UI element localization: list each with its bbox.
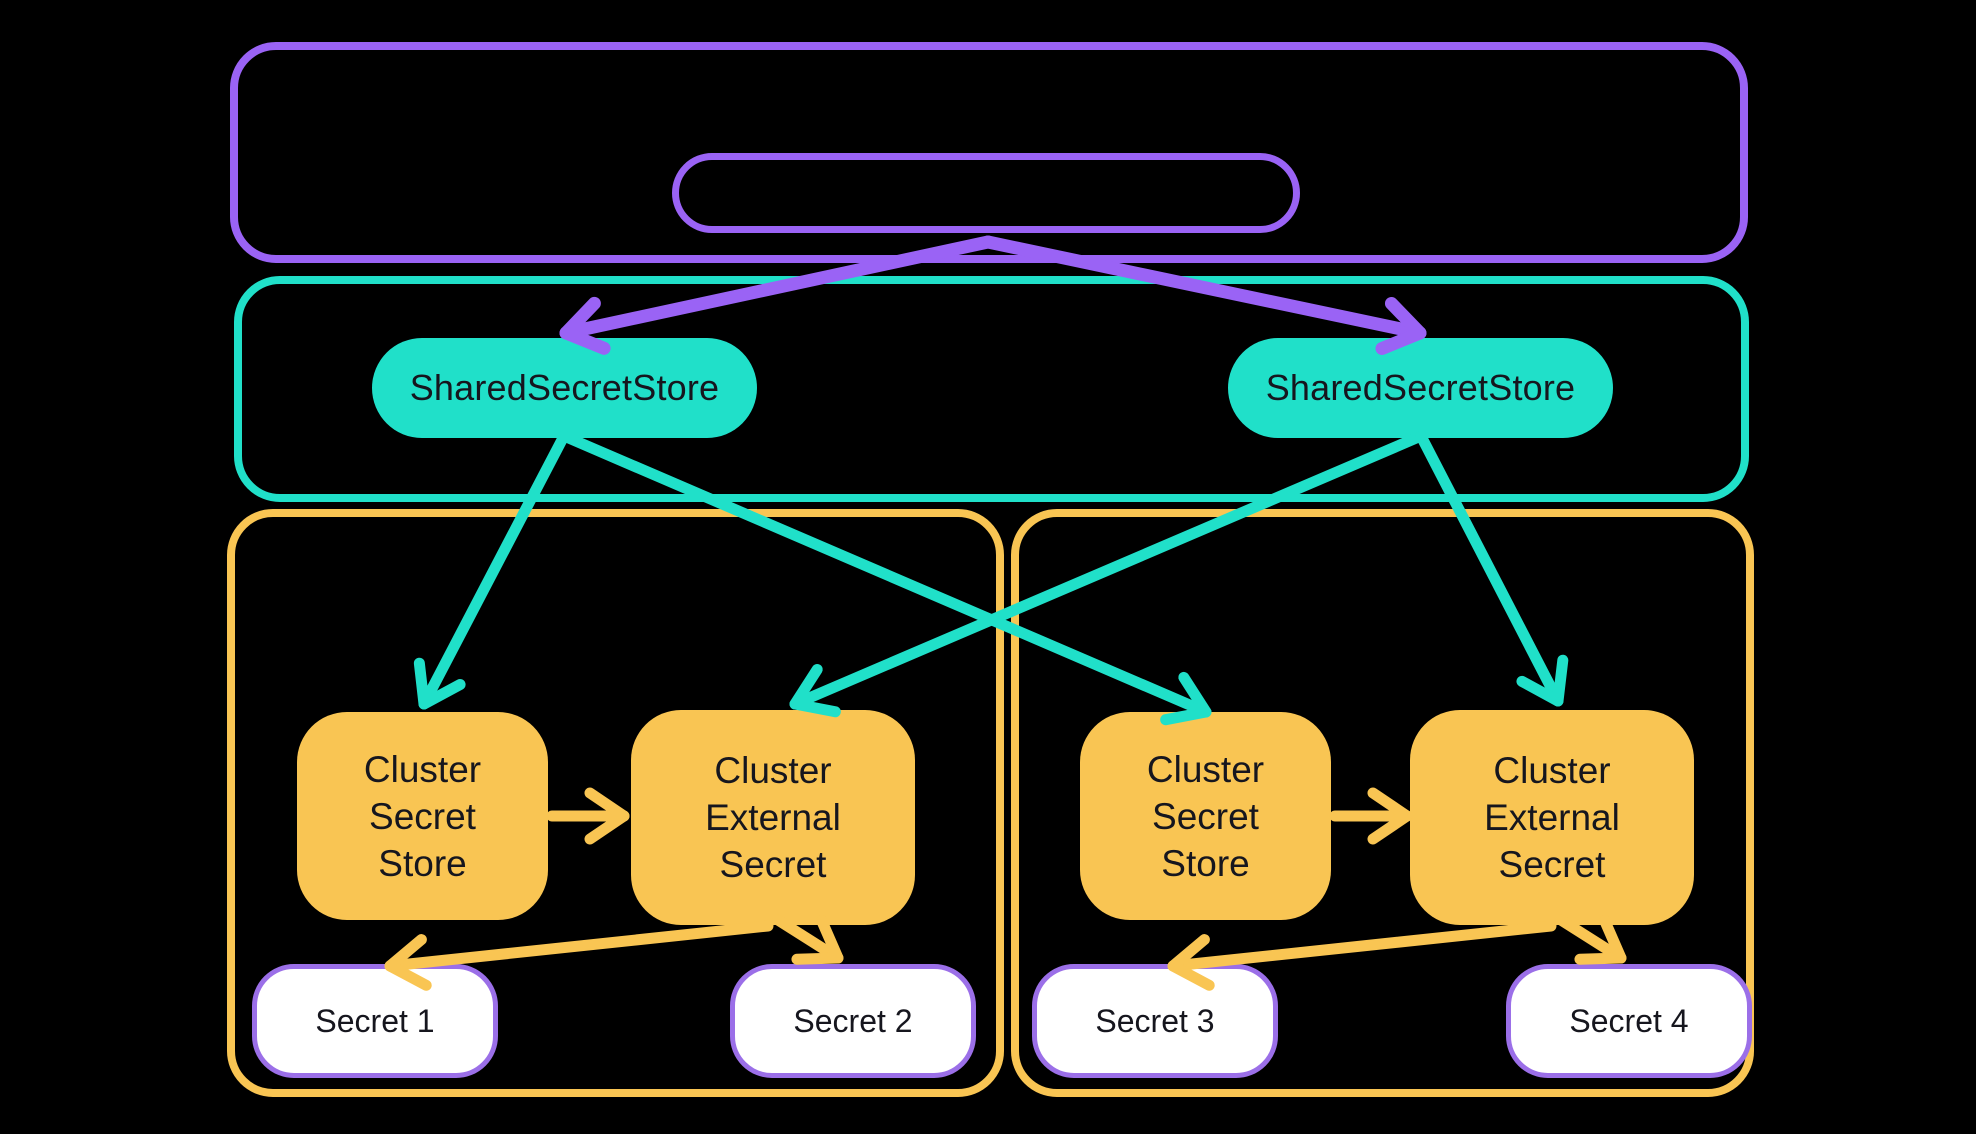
- shared-secret-store-1-label: SharedSecretStore: [409, 367, 720, 408]
- secret-2-label: Secret 2: [793, 1002, 913, 1039]
- cluster-2-external-secret-line-1: Cluster: [1493, 750, 1611, 791]
- shared-secret-store-1: SharedSecretStore: [372, 338, 757, 438]
- cluster-2-external-secret: Cluster External Secret: [1410, 710, 1694, 925]
- cluster-1-secret-store-line-1: Cluster: [363, 748, 482, 790]
- cluster-2-secret-store-line-1: Cluster: [1146, 748, 1265, 790]
- cluster-2-secret-store: Cluster Secret Store: [1080, 712, 1331, 920]
- secret-2: Secret 2: [730, 964, 976, 1078]
- secret-3-label: Secret 3: [1095, 1002, 1215, 1039]
- cluster-1-secret-store-line-3: Store: [378, 842, 467, 884]
- secret-1-label: Secret 1: [315, 1002, 435, 1039]
- cluster-1-external-secret-line-2: External: [705, 797, 841, 838]
- management-pill: [672, 153, 1300, 233]
- cluster-2-secret-store-line-2: Secret: [1152, 795, 1259, 837]
- cluster-2-external-secret-line-3: Secret: [1498, 844, 1606, 885]
- secret-3: Secret 3: [1032, 964, 1278, 1078]
- secret-1: Secret 1: [252, 964, 498, 1078]
- cluster-1-external-secret-line-3: Secret: [719, 844, 827, 885]
- cluster-2-secret-store-line-3: Store: [1161, 842, 1250, 884]
- shared-secret-store-2-label: SharedSecretStore: [1265, 367, 1576, 408]
- cluster-1-secret-store: Cluster Secret Store: [297, 712, 548, 920]
- cluster-1-external-secret-line-1: Cluster: [714, 750, 832, 791]
- secret-4-label: Secret 4: [1569, 1002, 1689, 1039]
- cluster-1-secret-store-line-2: Secret: [369, 795, 476, 837]
- cluster-1-external-secret: Cluster External Secret: [631, 710, 915, 925]
- shared-secret-store-2: SharedSecretStore: [1228, 338, 1613, 438]
- secret-4: Secret 4: [1506, 964, 1752, 1078]
- cluster-2-external-secret-line-2: External: [1484, 797, 1620, 838]
